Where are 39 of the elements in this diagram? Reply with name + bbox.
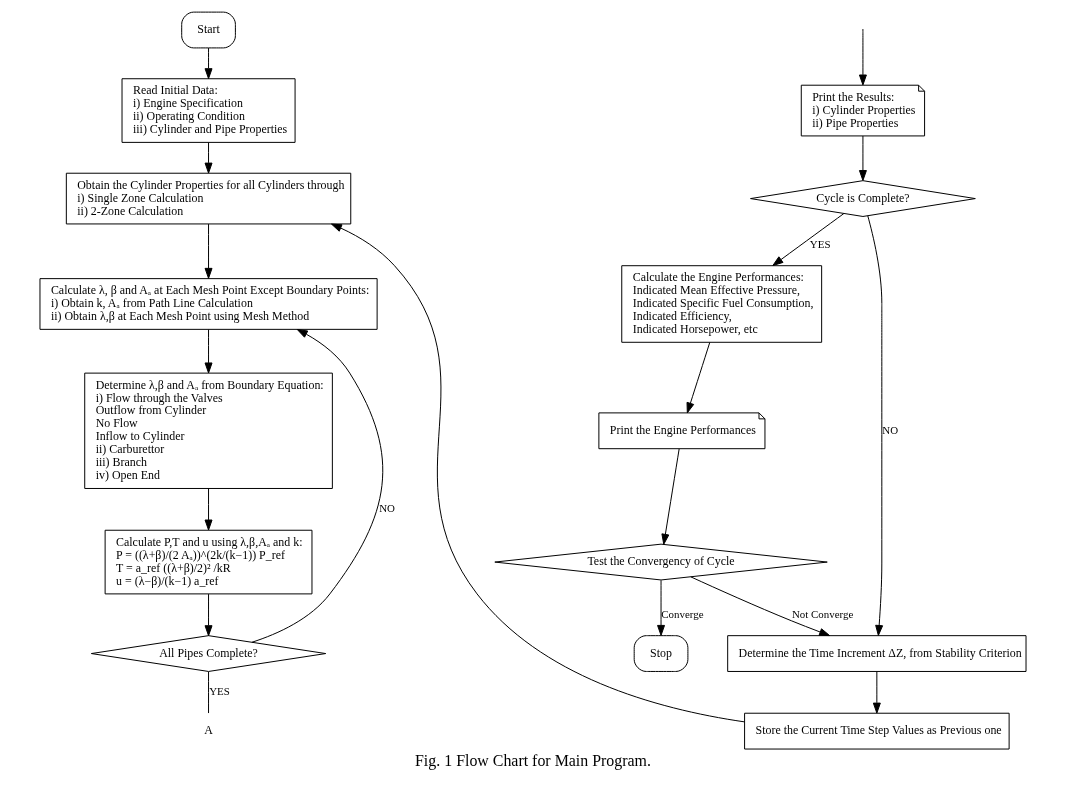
node-box: Calculate the Engine Performances: Indicated Mean Effective Pressure, Indicated Specific Fuel Consumption, Indicated Efficiency, Indicated Horsepower, etc xyxy=(621,265,823,343)
edge-label: Converge xyxy=(661,607,704,620)
arrow xyxy=(204,142,213,174)
node-box: Determine the Time Increment ΔZ, from Stability Criterion xyxy=(727,635,1027,672)
caption: Fig. 1 Flow Chart for Main Program. xyxy=(415,751,651,769)
arrow xyxy=(858,135,867,181)
arrow xyxy=(867,215,884,636)
arrow xyxy=(686,341,711,414)
node-box: Start xyxy=(181,11,236,49)
node-text: A xyxy=(204,723,213,738)
node-box: Stop xyxy=(633,635,689,672)
node-box: Read Initial Data: i) Engine Specification ii) Operating Condition iii) Cylinder and Pipe Properties xyxy=(121,78,296,143)
edge-label: YES xyxy=(209,685,230,698)
node-box: Calculate λ, β and Aₐ at Each Mesh Point Except Boundary Points: i) Obtain k, Aₐ from Path Line Calculation ii) Obtain λ,β at Each Mesh Point using Mesh Method xyxy=(39,278,378,330)
node-box: Calculate P,T and u using λ,β,Aₐ and k: P = ((λ+β)/(2 Aₐ))^(2k/(k−1)) P_ref T = a_ref ((λ+β)/2)² /kR u = (λ−β)/(k−1) a_ref xyxy=(104,529,313,595)
arrow xyxy=(772,213,845,266)
node-diamond: All Pipes Complete? xyxy=(90,635,327,672)
arrow xyxy=(872,671,881,714)
arrow xyxy=(661,448,680,545)
arrow xyxy=(204,488,213,531)
arrow xyxy=(251,329,384,643)
arrow xyxy=(657,579,665,636)
arrow xyxy=(690,576,831,637)
connector xyxy=(208,671,210,714)
arrow xyxy=(204,329,213,374)
edge-label: Not Converge xyxy=(791,607,854,620)
node-diamond: Test the Convergency of Cycle xyxy=(494,543,828,581)
node-box: Determine λ,β and Aₐ from Boundary Equation: i) Flow through the Valves Outflow from Cylinder No Flow Inflow to Cylinder ii) Carburettor iii) Branch iv) Open End xyxy=(84,372,333,489)
arrow xyxy=(858,30,867,86)
edge-label: NO xyxy=(379,502,395,515)
node-box: Store the Current Time Step Values as Previous one xyxy=(744,712,1010,750)
arrow xyxy=(204,223,213,279)
arrow xyxy=(204,47,213,80)
edge-label: NO xyxy=(882,423,899,436)
node-diamond: Cycle is Complete? xyxy=(750,180,976,217)
edge-label: YES xyxy=(809,237,831,250)
arrow xyxy=(204,593,213,637)
arrow xyxy=(331,223,745,723)
node-box: Obtain the Cylinder Properties for all Cylinders through i) Single Zone Calculation ii) 2-Zone Calculation xyxy=(65,172,352,225)
